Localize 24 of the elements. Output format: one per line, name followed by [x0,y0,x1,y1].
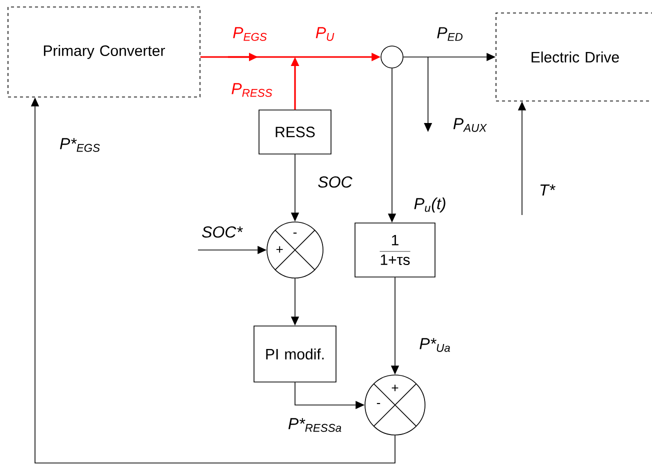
signal-label: P$_{U}$ [316,27,334,41]
component-box: Electric Drive [496,12,652,102]
sign: + [392,384,398,392]
sign: - [293,232,297,234]
component-box: Primary Converter [8,6,200,98]
edge-label: T* [540,184,556,196]
summing-junction [364,374,426,436]
block-box: PI modif. [254,326,336,382]
edge-label: SOC* [202,226,243,238]
edge-label: P$_{u}$(t) [414,198,446,212]
sign: + [276,246,283,253]
edge-label: P*$_{RESSa}$ [288,418,342,432]
transfer-function-box: 1 1+τs [354,222,436,278]
signal-label: P$_{AUX}$ [453,118,487,132]
edge-label: SOC [318,176,352,188]
edge-label: P$_{ED}$ [437,27,463,41]
edge-label: P*$_{EGS}$ [60,138,100,152]
block-box: RESS [258,110,332,154]
edge-label: P*$_{Ua}$ [420,338,450,352]
sign: - [376,403,380,404]
summing-junction [266,222,324,278]
edge-label: P$_{RESS}$ [232,83,272,97]
edge-label: P$_{EGS}$ [233,27,267,41]
junction-circle [380,46,404,68]
